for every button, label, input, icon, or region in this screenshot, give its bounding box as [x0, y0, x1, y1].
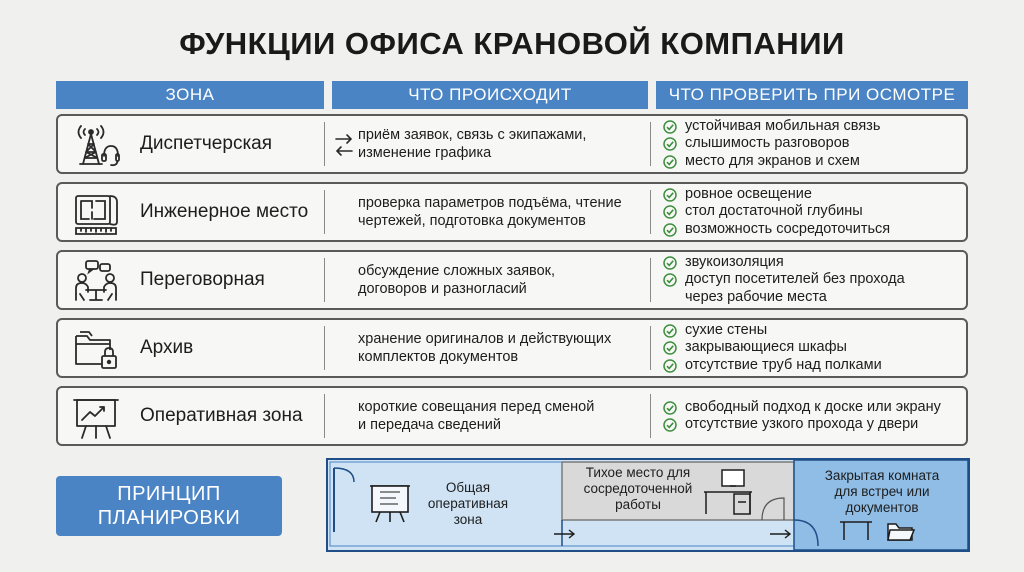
list-item: слышимость разговоров: [662, 135, 968, 153]
divider: [650, 190, 651, 234]
divider: [324, 190, 325, 234]
list-item: стол достаточной глубины: [662, 203, 968, 221]
list-item: доступ посетителей без прохода: [662, 271, 968, 289]
divider: [324, 258, 325, 302]
check-circle-icon: [663, 256, 677, 270]
check-circle-icon: [663, 341, 677, 355]
list-item: отсутствие труб над полками: [662, 357, 968, 375]
exchange-arrows-icon: [335, 134, 353, 156]
divider: [650, 258, 651, 302]
list-item: устойчивая мобильная связь: [662, 118, 968, 136]
divider: [650, 122, 651, 166]
principle-label: ПРИНЦИП ПЛАНИРОВКИ: [56, 476, 282, 536]
what-happens: обсуждение сложных заявок,договоров и ра…: [358, 263, 556, 297]
folder-lock-icon: [75, 331, 117, 369]
check-list: устойчивая мобильная связь слышимость ра…: [662, 116, 968, 172]
zone-name: Оперативная зона: [140, 405, 303, 426]
folder-icon: [887, 523, 916, 541]
floor-plan-drawing: [326, 458, 970, 552]
header-what: ЧТО ПРОИСХОДИТ: [332, 81, 648, 109]
table-row: Диспетчерская приём заявок, связь с экип…: [56, 114, 968, 174]
check-circle-icon: [663, 205, 677, 219]
check-list: свободный подход к доске или экрану отсу…: [662, 388, 968, 444]
check-circle-icon: [663, 137, 677, 151]
header-check: ЧТО ПРОВЕРИТЬ ПРИ ОСМОТРЕ: [656, 81, 968, 109]
table-row: Оперативная зона короткие совещания пере…: [56, 386, 968, 446]
check-circle-icon: [663, 400, 677, 415]
check-list: сухие стены закрывающиеся шкафы отсутств…: [662, 320, 968, 376]
table-row: Инженерное место проверка параметров под…: [56, 182, 968, 242]
desk-icon: [704, 469, 752, 515]
list-item: место для экранов и схем: [662, 153, 968, 171]
blueprint-icon: [75, 195, 118, 235]
check-list: звукоизоляция доступ посетителей без про…: [662, 252, 968, 308]
zone-name: Инженерное место: [140, 201, 309, 222]
header-zone: ЗОНА: [56, 81, 324, 109]
check-list: ровное освещение стол достаточной глубин…: [662, 184, 968, 240]
divider: [324, 122, 325, 166]
meeting-people-icon: [75, 260, 117, 301]
check-circle-icon: [663, 273, 677, 287]
whiteboard-icon: [370, 485, 410, 523]
what-happens: приём заявок, связь с экипажами,изменени…: [358, 127, 587, 161]
check-circle-icon: [663, 324, 677, 338]
divider: [324, 394, 325, 438]
check-circle-icon: [663, 223, 677, 237]
radio-tower-headset-icon: [77, 125, 120, 167]
check-circle-icon: [663, 188, 677, 202]
zone-name: Переговорная: [140, 269, 265, 290]
table-row: Переговорная обсуждение сложных заявок,д…: [56, 250, 968, 310]
divider: [650, 326, 651, 370]
presentation-board-icon: [73, 399, 119, 439]
page-title: ФУНКЦИИ ОФИСА КРАНОВОЙ КОМПАНИИ: [179, 26, 845, 61]
list-item: звукоизоляция: [662, 254, 968, 272]
list-item: ровное освещение: [662, 186, 968, 204]
check-circle-icon: [663, 418, 677, 432]
check-circle-icon: [663, 120, 677, 134]
list-item: свободный подход к доске или экрану: [662, 399, 968, 417]
divider: [650, 394, 651, 438]
divider: [324, 326, 325, 370]
list-item: закрывающиеся шкафы: [662, 339, 968, 357]
zone-name: Архив: [140, 337, 194, 358]
list-item: возможность сосредоточиться: [662, 221, 968, 239]
list-item: через рабочие места: [685, 288, 827, 305]
zone-name: Диспетчерская: [140, 133, 273, 154]
check-circle-icon: [663, 155, 677, 169]
check-circle-icon: [663, 359, 677, 373]
table-icon: [840, 521, 872, 540]
list-item: сухие стены: [662, 322, 968, 340]
list-item: отсутствие узкого прохода у двери: [662, 416, 968, 434]
